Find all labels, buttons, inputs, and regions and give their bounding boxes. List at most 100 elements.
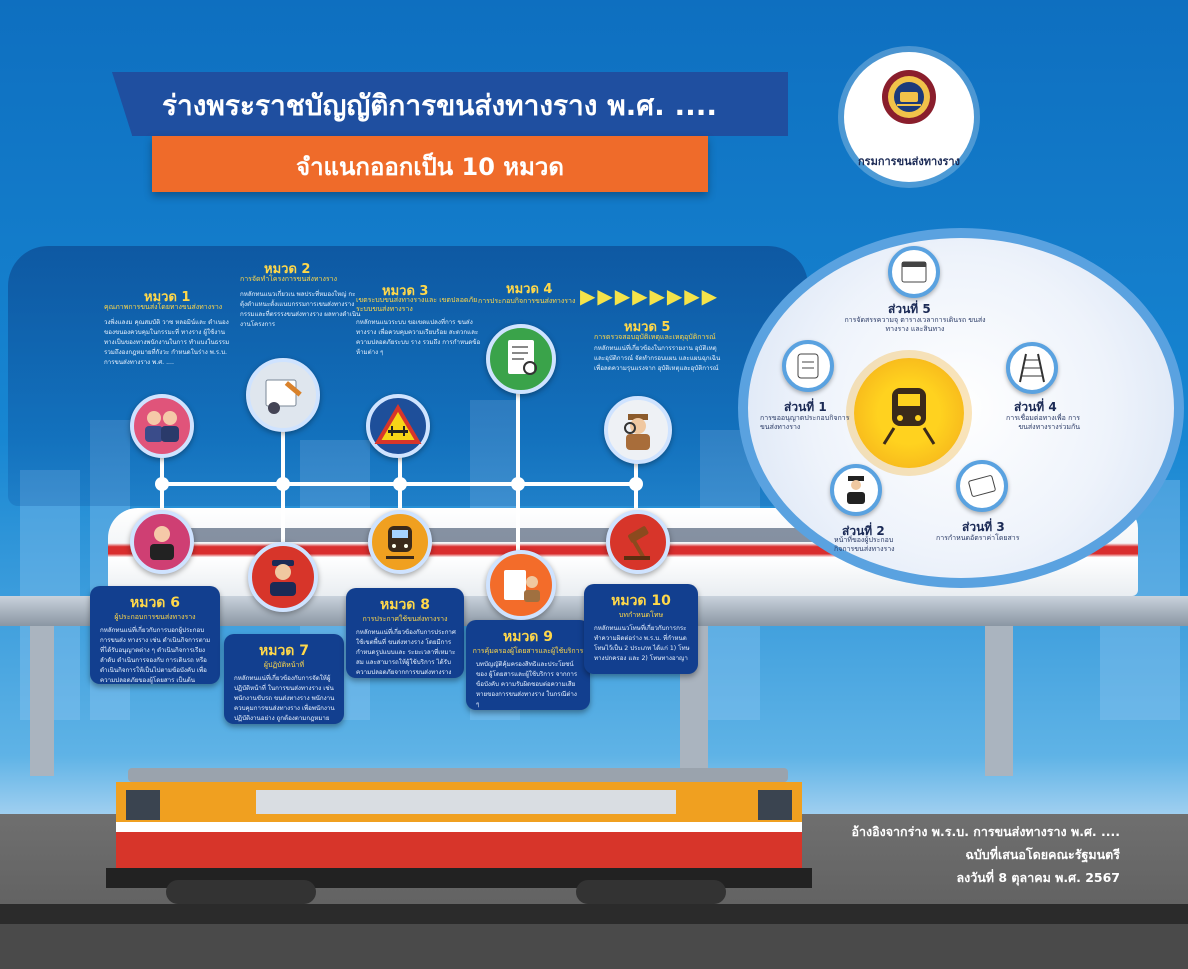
cab-window <box>758 790 792 820</box>
chapter-9-body: บทบัญญัติคุ้มครองสิทธิและประโยชน์ของ ผู้… <box>476 661 578 708</box>
chapter-6-box: หมวด 6 ผู้ประกอบการขนส่งทางราง กหลักทนแน… <box>90 586 220 684</box>
chapter-3-body: กหลักทนแนวระบบ ขอเขตแปลงที่การ ขนส่งทางร… <box>356 319 481 356</box>
chapter-8-icon <box>368 510 432 574</box>
part-4-icon <box>1006 342 1058 394</box>
chapter-1-subtitle: คุณภาพการขนส่งโดยทางขนส่งทางราง <box>104 303 223 311</box>
part-3-icon <box>956 460 1008 512</box>
timeline-node <box>155 477 169 491</box>
chapter-3-title: หมวด 3 <box>382 284 429 299</box>
chapter-5-body: กหลักทนแน่ที่เกี่ยวข้องในการรายงาน อุบัต… <box>594 345 721 372</box>
business-people-icon <box>145 411 179 442</box>
detective-icon <box>624 414 650 450</box>
locomotive-windows <box>256 790 676 814</box>
chapter-8-body: กหลักทนแน่ที่เกี่ยวข้องกับการประกาศใช้เข… <box>356 629 456 676</box>
chapter-6-body: กหลักทนแน่ที่เกี่ยวกับการบอกผู้ประกอบการ… <box>100 627 211 684</box>
chapter-6-title: หมวด 6 <box>129 595 181 611</box>
ground-track <box>0 904 1188 924</box>
chapter-1-icon <box>130 394 194 458</box>
scroll-icon <box>797 353 819 379</box>
timeline-node <box>511 477 525 491</box>
train-front-icon <box>386 526 414 559</box>
chapter-8-box: หมวด 8 การประกาศใช้ขนส่งทางราง กหลักทนแน… <box>346 588 464 678</box>
viaduct-pillar <box>30 626 54 776</box>
manager-icon <box>150 526 174 560</box>
train-driver-icon <box>270 560 296 596</box>
chapter-9-title: หมวด 9 <box>502 629 554 645</box>
train-center-icon <box>854 358 964 468</box>
locomotive <box>106 768 812 904</box>
seal-icon <box>882 70 936 124</box>
chapter-7-subtitle: ผู้ปฏิบัติหน้าที่ <box>263 661 305 669</box>
railway-track-icon <box>1019 353 1045 383</box>
reference-line-2: ฉบับที่เสนอโดยคณะรัฐมนตรี <box>965 847 1120 862</box>
chapter-6-subtitle: ผู้ประกอบการขนส่งทางราง <box>114 613 196 621</box>
part-5-icon <box>888 246 940 298</box>
part-1-subtitle: การขออนุญาตประกอบกิจการ ขนส่งทางราง <box>760 414 850 431</box>
viaduct-pillar <box>985 626 1013 776</box>
part-1-title: ส่วนที่ 1 <box>784 400 827 414</box>
part-3-subtitle: การกำหนดอัตราค่าโดยสาร <box>936 534 1020 542</box>
connector <box>281 392 285 558</box>
ticket-icon <box>968 475 996 497</box>
reference-line-3: ลงวันที่ 8 ตุลาคม พ.ศ. 2567 <box>956 870 1120 885</box>
chapter-7-body: กหลักทนแน่ที่เกี่ยวข้องกับการจัดให้ผู้ปฏ… <box>234 675 335 722</box>
page-title: ร่างพระราชบัญญัติการขนส่งทางราง พ.ศ. ...… <box>162 89 717 122</box>
locomotive-stripe <box>116 822 802 832</box>
locomotive-roof <box>128 768 788 782</box>
chapter-9-icon <box>486 550 556 620</box>
subtitle-banner: จำแนกออกเป็น 10 หมวด <box>152 136 708 192</box>
chapter-2-icon <box>246 358 320 432</box>
chapter-5-icon <box>604 396 672 464</box>
gavel-icon <box>624 526 650 560</box>
reference-line-1: อ้างอิงจากร่าง พ.ร.บ. การขนส่งทางราง พ.ศ… <box>851 824 1120 839</box>
chapter-4-subtitle: การประกอบกิจการขนส่งทางราง <box>478 297 576 305</box>
chapter-2-body: กหลักทนแนวเกี่ยวเน พลประที่หมองใหญ่ กะตุ… <box>240 291 361 328</box>
part-2-subtitle: หน้าที่ของผู้ประกอบ กิจการขนส่งทางราง <box>834 536 895 553</box>
calendar-icon <box>901 261 927 283</box>
chapter-4-icon <box>486 324 556 394</box>
chapter-10-box: หมวด 10 บทกำหนดโทษ กหลักทนแนวโทษที่เกี่ย… <box>584 584 698 674</box>
part-4-title: ส่วนที่ 4 <box>1014 400 1057 414</box>
chapter-10-icon <box>606 510 670 574</box>
chapter-1-title: หมวด 1 <box>144 290 191 305</box>
logo-label: กรมการขนส่งทางราง <box>858 155 960 168</box>
title-banner: ร่างพระราชบัญญัติการขนส่งทางราง พ.ศ. ...… <box>112 72 788 136</box>
passenger-service-icon <box>504 570 540 602</box>
part-3-title: ส่วนที่ 3 <box>962 520 1005 534</box>
chapter-1-body: วงพิ่งแลงม คุณสมบัติ วาซ หลอมิน์และ ดำเน… <box>104 319 230 366</box>
chapter-8-title: หมวด 8 <box>379 597 431 613</box>
reference-note: อ้างอิงจากร่าง พ.ร.บ. การขนส่งทางราง พ.ศ… <box>820 820 1120 889</box>
bogie <box>576 880 726 904</box>
timeline-node <box>393 477 407 491</box>
chapter-9-box: หมวด 9 การคุ้มครองผู้โดยสารและผู้ใช้บริก… <box>466 620 590 710</box>
chapter-5-subtitle: การตรวจสอบอุบัติเหตุและเหตุอุบัติการณ์ <box>594 333 716 341</box>
chapters-panel <box>8 246 808 506</box>
chapter-3-icon <box>366 394 430 458</box>
train-center-graphic <box>882 388 936 445</box>
part-2-title: ส่วนที่ 2 <box>842 524 885 538</box>
chapter-7-box: หมวด 7 ผู้ปฏิบัติหน้าที่ กหลักทนแน่ที่เก… <box>224 634 344 724</box>
signing-document-icon <box>265 379 302 414</box>
chapter-2-title: หมวด 2 <box>264 262 311 277</box>
page-subtitle: จำแนกออกเป็น 10 หมวด <box>296 153 564 181</box>
chapter-7-title: หมวด 7 <box>258 643 310 659</box>
conductor-icon <box>847 476 865 504</box>
chapter-9-subtitle: การคุ้มครองผู้โดยสารและผู้ใช้บริการ <box>472 647 584 655</box>
timeline-node <box>276 477 290 491</box>
chapter-10-body: กหลักทนแนวโทษที่เกี่ยวกับการกระทำความผิด… <box>594 625 690 662</box>
chapter-3-subtitle: เขตระบบขนส่งทางรางและ เขตปลอดภัยระบบขนส่… <box>356 296 478 313</box>
chapter-10-title: หมวด 10 <box>611 593 671 609</box>
chapter-2-subtitle: การจัดทำโครงการขนส่งทางราง <box>240 275 338 283</box>
part-5-title: ส่วนที่ 5 <box>888 302 931 316</box>
arrow-chevrons: ▶▶▶▶▶▶▶▶ <box>580 284 720 308</box>
chapter-8-subtitle: การประกาศใช้ขนส่งทางราง <box>362 615 448 623</box>
ground <box>0 924 1188 969</box>
part-4-subtitle: การเชื่อมต่อทางเพื่อ การขนส่งทางรางร่วมก… <box>1006 414 1080 431</box>
railway-crossing-sign-icon <box>374 404 422 444</box>
chapter-4-title: หมวด 4 <box>506 282 553 297</box>
connector <box>516 360 520 560</box>
part-1-icon <box>782 340 834 392</box>
bogie <box>166 880 316 904</box>
chapter-5-title: หมวด 5 <box>624 320 671 335</box>
chapter-10-subtitle: บทกำหนดโทษ <box>618 611 664 619</box>
